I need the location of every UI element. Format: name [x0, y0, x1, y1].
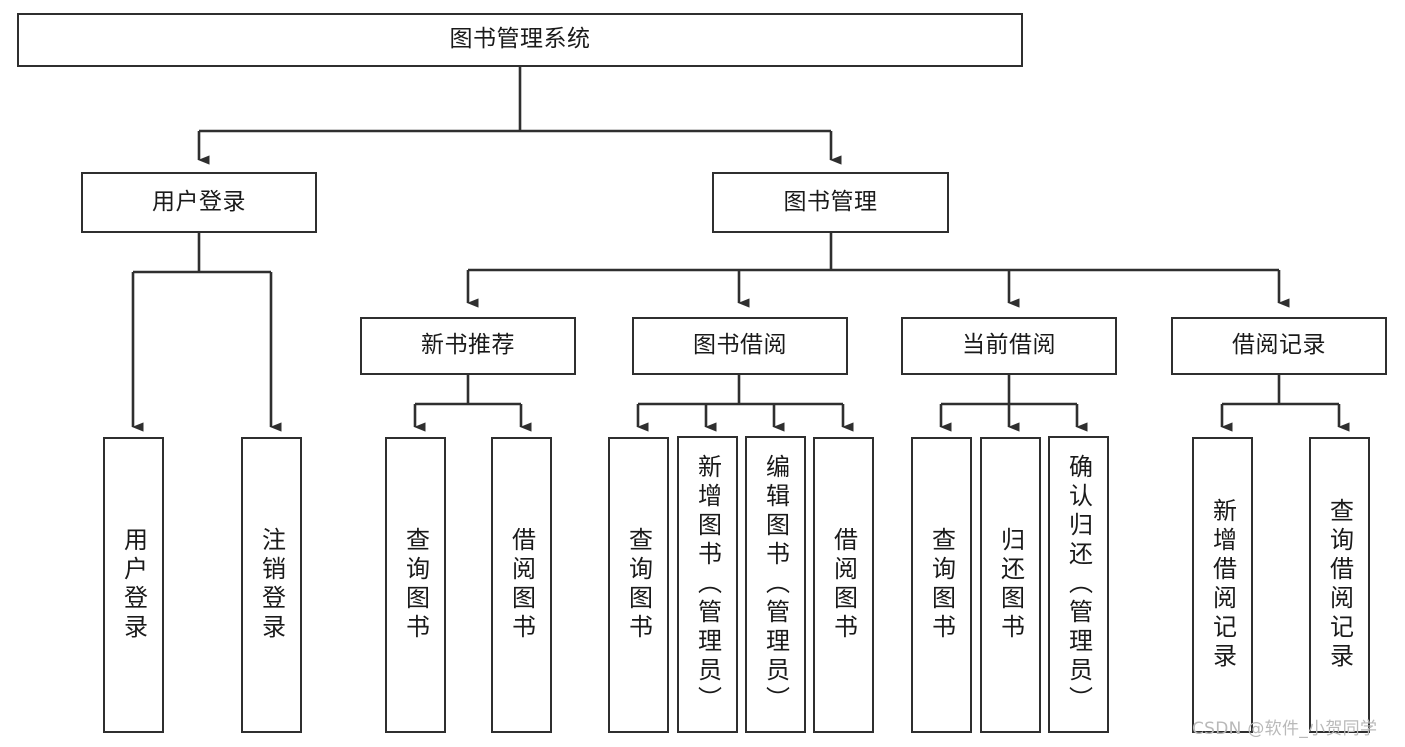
node-borrow-record-label: 借阅记录 [1232, 332, 1326, 359]
node-leaf-logout-login[interactable]: 注销登录 [241, 437, 302, 733]
node-leaf-user-login-label: 用户登录 [119, 527, 148, 643]
node-leaf-borrow-book-1-label: 借阅图书 [507, 527, 536, 643]
node-leaf-query-book-1[interactable]: 查询图书 [385, 437, 446, 733]
node-book-management[interactable]: 图书管理 [712, 172, 949, 233]
node-leaf-query-book-3-label: 查询图书 [927, 527, 956, 643]
node-leaf-add-book[interactable]: 新增图书（管理员） [677, 436, 738, 733]
node-book-borrow[interactable]: 图书借阅 [632, 317, 848, 375]
node-book-management-label: 图书管理 [783, 188, 878, 215]
node-leaf-query-book-1-label: 查询图书 [401, 527, 430, 643]
node-leaf-query-record[interactable]: 查询借阅记录 [1309, 437, 1370, 733]
node-current-borrow[interactable]: 当前借阅 [901, 317, 1117, 375]
node-leaf-borrow-book-1[interactable]: 借阅图书 [491, 437, 552, 733]
csdn-watermark: CSDN @软件_小贺同学 [1192, 719, 1378, 739]
node-leaf-borrow-book-2[interactable]: 借阅图书 [813, 437, 874, 733]
node-leaf-edit-book[interactable]: 编辑图书（管理员） [745, 436, 806, 733]
node-leaf-confirm-return-label: 确认归还（管理员） [1064, 454, 1093, 715]
node-leaf-query-book-2-label: 查询图书 [624, 527, 653, 643]
node-leaf-confirm-return[interactable]: 确认归还（管理员） [1048, 436, 1109, 733]
node-user-login-label: 用户登录 [152, 188, 246, 215]
node-user-login[interactable]: 用户登录 [81, 172, 317, 233]
node-leaf-edit-book-label: 编辑图书（管理员） [761, 454, 790, 715]
node-leaf-query-book-3[interactable]: 查询图书 [911, 437, 972, 733]
node-leaf-return-book[interactable]: 归还图书 [980, 437, 1041, 733]
node-leaf-add-record[interactable]: 新增借阅记录 [1192, 437, 1253, 733]
node-current-borrow-label: 当前借阅 [962, 332, 1056, 359]
node-leaf-query-record-label: 查询借阅记录 [1325, 498, 1354, 672]
node-new-book-recommend-label: 新书推荐 [421, 332, 515, 359]
node-leaf-user-login[interactable]: 用户登录 [103, 437, 164, 733]
node-leaf-add-record-label: 新增借阅记录 [1208, 498, 1237, 672]
node-leaf-return-book-label: 归还图书 [996, 527, 1025, 643]
node-book-borrow-label: 图书借阅 [693, 332, 787, 359]
node-leaf-query-book-2[interactable]: 查询图书 [608, 437, 669, 733]
node-leaf-borrow-book-2-label: 借阅图书 [829, 527, 858, 643]
node-root-system-label: 图书管理系统 [449, 26, 591, 53]
node-leaf-add-book-label: 新增图书（管理员） [693, 454, 722, 715]
node-new-book-recommend[interactable]: 新书推荐 [360, 317, 576, 375]
node-borrow-record[interactable]: 借阅记录 [1171, 317, 1387, 375]
node-leaf-logout-login-label: 注销登录 [257, 527, 286, 643]
node-root-system[interactable]: 图书管理系统 [17, 13, 1023, 67]
